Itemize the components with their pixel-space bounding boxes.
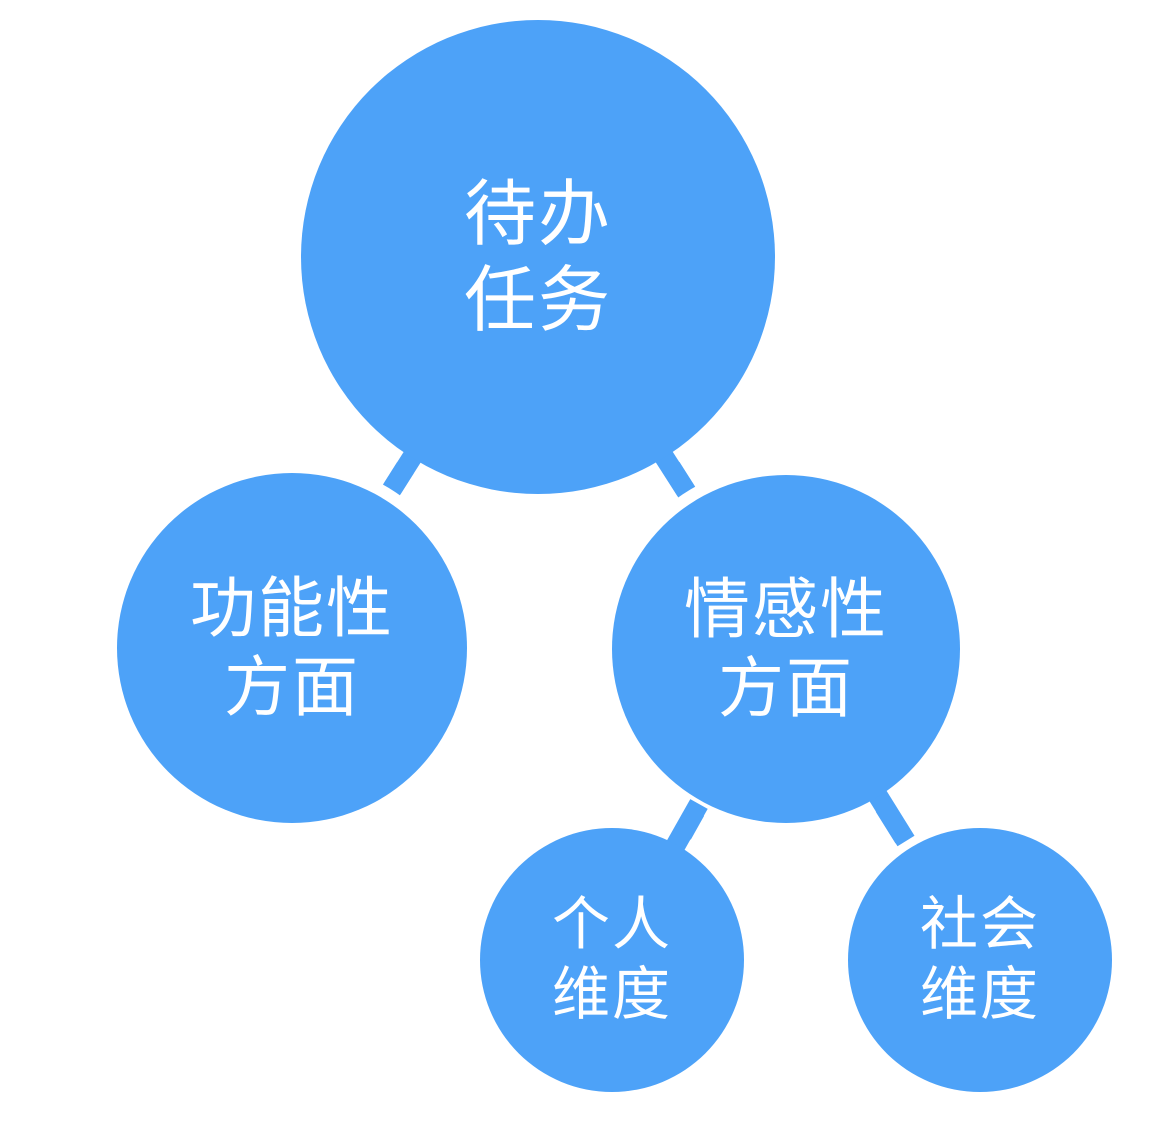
node-emotional-line2: 方面 (718, 650, 854, 727)
node-emotional-circle (612, 475, 960, 823)
nodes (117, 20, 1112, 1092)
node-root-label: 待办 任务 (301, 20, 775, 494)
connector-seg-4 (869, 790, 915, 847)
node-functional-line2: 方面 (224, 649, 360, 726)
node-root-circle (301, 20, 775, 494)
node-functional-line1: 功能性 (190, 569, 394, 647)
node-personal-line2: 维度 (551, 960, 672, 1028)
node-personal-label: 个人 维度 (480, 828, 744, 1092)
connector-seg-3 (664, 799, 708, 855)
node-personal-line1: 个人 (551, 890, 672, 959)
node-social-line1: 社会 (919, 890, 1040, 959)
node-social-label: 社会 维度 (848, 828, 1112, 1092)
node-root-line1: 待办 (463, 171, 612, 256)
node-personal-circle (480, 828, 744, 1092)
node-social-circle (848, 828, 1112, 1092)
node-root-line2: 任务 (463, 258, 612, 342)
node-functional-circle (117, 473, 467, 823)
node-social-line2: 维度 (919, 960, 1040, 1028)
node-emotional-label: 情感性 方面 (612, 475, 960, 823)
node-emotional-line1: 情感性 (684, 570, 888, 648)
node-functional-label: 功能性 方面 (117, 473, 467, 823)
